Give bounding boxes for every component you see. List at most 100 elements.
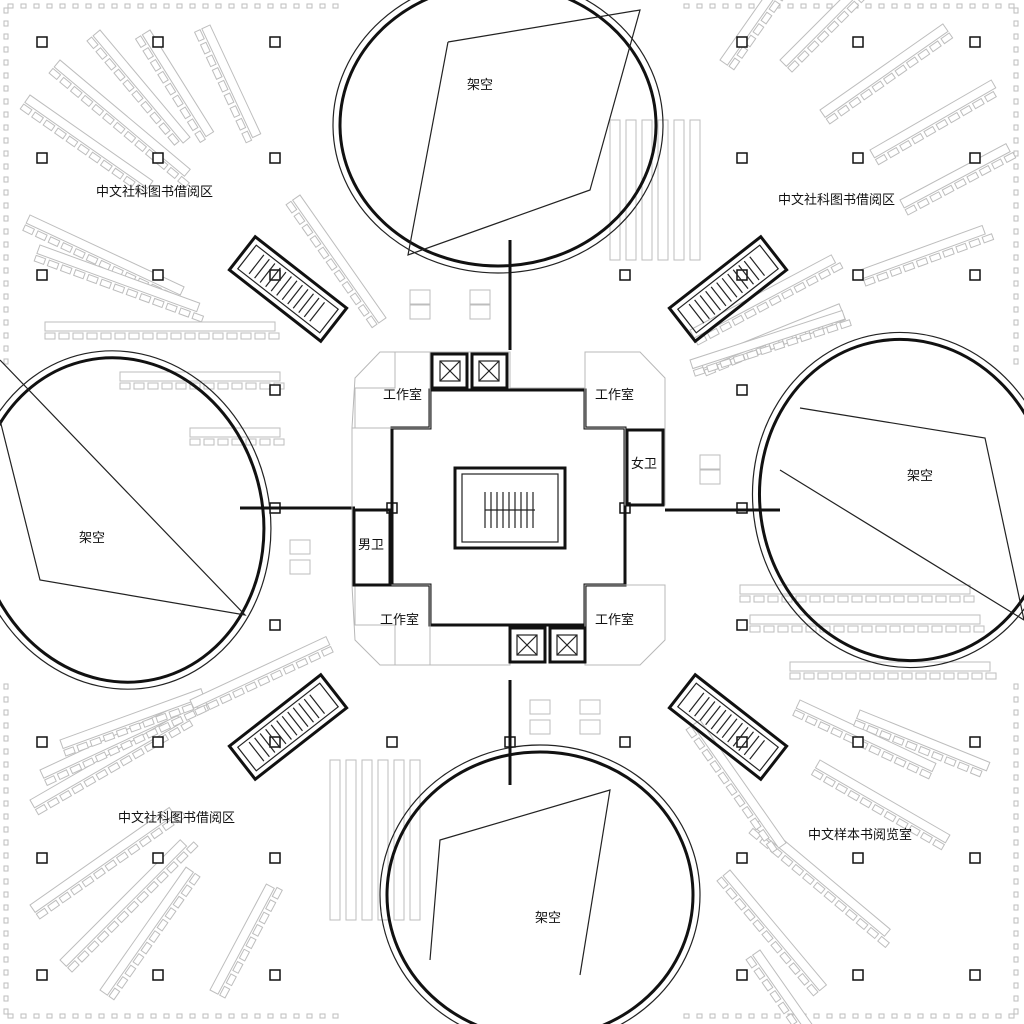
perimeter-mark <box>3 826 9 833</box>
seat <box>971 672 983 680</box>
seat <box>106 920 120 934</box>
shelf <box>209 883 275 995</box>
seat <box>959 625 971 633</box>
seat <box>878 730 892 741</box>
perimeter-mark <box>3 319 9 326</box>
table <box>579 699 601 715</box>
seat <box>94 751 108 763</box>
seat <box>136 890 150 904</box>
corridor-walls <box>240 240 780 785</box>
seat <box>1003 151 1017 164</box>
perimeter-mark <box>3 137 9 144</box>
seat <box>943 672 955 680</box>
seat <box>177 175 190 189</box>
tower-tread-set <box>688 692 766 760</box>
seat <box>917 48 931 61</box>
table <box>289 539 311 555</box>
seat <box>357 303 370 317</box>
seat <box>205 54 217 68</box>
seat <box>916 197 930 210</box>
shelf-row <box>819 23 954 125</box>
perimeter-mark <box>696 1013 703 1019</box>
seat <box>231 382 243 390</box>
perimeter-mark <box>1013 683 1019 690</box>
structural-column <box>152 152 164 164</box>
structural-column <box>269 36 281 48</box>
seat <box>871 803 885 816</box>
seat <box>273 438 285 446</box>
seat <box>147 382 159 390</box>
tower-tread <box>732 269 749 289</box>
seat <box>156 332 168 340</box>
structural-column <box>36 852 48 864</box>
seat <box>781 288 795 300</box>
perimeter-mark <box>3 969 9 976</box>
perimeter-mark <box>241 1013 248 1019</box>
perimeter-mark <box>3 865 9 872</box>
seat <box>199 41 211 55</box>
seat <box>851 595 863 603</box>
tower-tread <box>281 280 298 301</box>
tower-tread <box>743 735 760 756</box>
studio-label-bottom-right: 工作室 <box>595 612 634 628</box>
seat <box>777 1001 790 1015</box>
perimeter-mark <box>3 839 9 846</box>
seat <box>34 230 48 242</box>
tower-tread <box>705 290 721 311</box>
seat <box>285 200 298 214</box>
seat <box>880 750 894 762</box>
seat <box>271 886 283 900</box>
seat <box>123 130 137 144</box>
tower-tread <box>721 277 738 298</box>
shelf <box>859 224 986 280</box>
perimeter-mark <box>215 1013 222 1019</box>
seat <box>973 625 985 633</box>
structural-column <box>969 969 981 981</box>
seat <box>180 884 193 898</box>
void-bottom-label: 架空 <box>535 911 561 926</box>
seat <box>46 796 60 809</box>
tower-tread <box>699 701 716 721</box>
seat <box>845 672 857 680</box>
seat <box>108 987 121 1001</box>
seat <box>877 935 890 949</box>
perimeter-mark <box>1013 917 1019 924</box>
shelf-row <box>285 194 387 329</box>
perimeter-mark <box>865 1013 872 1019</box>
seat <box>151 297 165 309</box>
seat <box>739 595 751 603</box>
seat <box>232 687 245 699</box>
seat <box>85 253 99 265</box>
perimeter-mark <box>3 46 9 53</box>
studio-label-bottom-left: 工作室 <box>380 612 419 628</box>
seat <box>112 283 126 294</box>
tower-tread-set <box>248 694 326 762</box>
perimeter-mark <box>85 3 92 9</box>
seat <box>133 382 145 390</box>
perimeter-mark <box>3 917 9 924</box>
perimeter-mark <box>956 1013 963 1019</box>
seat <box>931 625 943 633</box>
perimeter-mark <box>787 3 794 9</box>
structural-column <box>36 36 48 48</box>
perimeter-mark <box>189 3 196 9</box>
perimeter-mark <box>1013 813 1019 820</box>
shelf <box>722 869 828 992</box>
shelf <box>53 59 191 177</box>
perimeter-mark <box>696 3 703 9</box>
seat <box>320 645 334 657</box>
seat <box>268 332 280 340</box>
zone-label-bottom-right: 中文样本书阅览室 <box>808 827 912 843</box>
perimeter-mark <box>995 1013 1002 1019</box>
perimeter-mark <box>332 1013 339 1019</box>
seat <box>35 907 49 920</box>
seat <box>113 68 126 82</box>
tower-tread <box>749 256 766 277</box>
seat <box>91 103 105 117</box>
perimeter-mark <box>111 1013 118 1019</box>
seat <box>132 953 145 967</box>
tower-tread-set <box>248 254 326 322</box>
seat <box>757 828 770 842</box>
shelf <box>691 719 787 849</box>
seat <box>43 775 57 787</box>
